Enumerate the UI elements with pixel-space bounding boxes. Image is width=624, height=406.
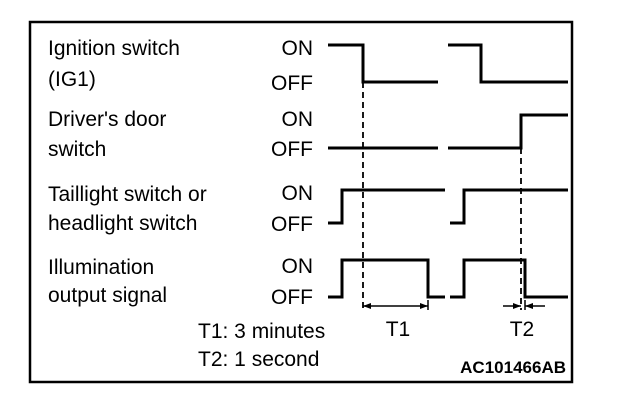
waveform-illumination-2 bbox=[450, 258, 568, 299]
t1-dimension-arrow bbox=[363, 300, 429, 310]
on-label-ignition: ON bbox=[282, 37, 314, 60]
waveform-door-2 bbox=[448, 113, 568, 150]
off-label-door: OFF bbox=[271, 138, 313, 161]
waveform-ignition-1 bbox=[328, 43, 438, 84]
signal-label-door-1: Driver's door bbox=[48, 108, 166, 131]
legend-t1: T1: 3 minutes bbox=[198, 320, 325, 343]
waveform-taillight-1 bbox=[328, 188, 445, 225]
t2-dimension-arrow bbox=[503, 300, 545, 310]
waveform-ignition-2 bbox=[448, 43, 568, 84]
t1-label: T1 bbox=[386, 318, 411, 341]
diagram-frame bbox=[28, 20, 574, 384]
signal-label-taillight-1: Taillight switch or bbox=[48, 183, 207, 206]
legend-t2: T2: 1 second bbox=[198, 348, 319, 371]
signal-label-ignition-2: (IG1) bbox=[48, 68, 96, 91]
signal-label-ignition-1: Ignition switch bbox=[48, 37, 180, 60]
signal-label-door-2: switch bbox=[48, 138, 106, 161]
waveform-illumination-1 bbox=[328, 258, 445, 299]
figure-code: AC101466AB bbox=[460, 358, 566, 377]
off-label-illumination: OFF bbox=[271, 286, 313, 309]
on-label-illumination: ON bbox=[282, 255, 314, 278]
t2-label: T2 bbox=[510, 318, 535, 341]
signal-label-taillight-2: headlight switch bbox=[48, 212, 197, 235]
on-label-taillight: ON bbox=[282, 182, 314, 205]
off-label-ignition: OFF bbox=[271, 72, 313, 95]
on-label-door: ON bbox=[282, 108, 314, 131]
signal-label-illumination-1: Illumination bbox=[48, 256, 154, 279]
waveform-taillight-2 bbox=[450, 188, 568, 225]
off-label-taillight: OFF bbox=[271, 213, 313, 236]
signal-label-illumination-2: output signal bbox=[48, 284, 167, 307]
